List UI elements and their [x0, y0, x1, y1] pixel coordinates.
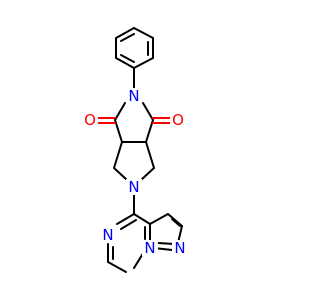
bond [113, 141, 123, 169]
bond [140, 167, 155, 181]
bond [167, 213, 183, 227]
bond [107, 261, 127, 273]
atom-label: O [84, 111, 96, 129]
bond [142, 102, 154, 121]
imide-ring [114, 102, 154, 143]
bond [133, 57, 154, 69]
bond [145, 119, 154, 143]
phenyl-ring [115, 27, 154, 69]
bond [116, 213, 135, 225]
atom-o-left: O [82, 111, 98, 129]
molecule-diagram: N O O N N N N [82, 27, 188, 273]
structure-canvas: N O O N N N N [82, 27, 188, 273]
bond [133, 27, 154, 39]
aromatic-bond [120, 54, 135, 63]
aromatic-bond [171, 218, 181, 227]
bond [115, 57, 135, 69]
bond [149, 213, 169, 225]
atom-label: N [144, 239, 155, 257]
atom-label: N [128, 87, 139, 105]
atom-n-pyrrolidine: N [126, 178, 142, 196]
carbonyl-right [152, 117, 171, 124]
pyrrolidine-ring [113, 141, 155, 181]
aromatic-bond [120, 33, 135, 42]
atom-label: N [174, 239, 185, 257]
atom-label: N [102, 226, 113, 244]
atom-label: O [172, 111, 184, 129]
atom-n-bridge: N [142, 239, 158, 257]
atom-n-imide: N [126, 87, 142, 105]
bond [133, 213, 151, 225]
bond [113, 167, 128, 181]
bond [115, 27, 135, 39]
atom-o-right: O [170, 111, 186, 129]
bond [114, 102, 126, 121]
atom-label: N [128, 178, 139, 196]
atom-n-pyrazole: N [172, 239, 188, 257]
aromatic-bond [157, 242, 175, 245]
atom-n-pyrazine: N [100, 226, 116, 244]
bond [114, 119, 123, 143]
bond [145, 141, 155, 169]
aromatic-bond [120, 219, 137, 230]
carbonyl-left [97, 117, 116, 124]
